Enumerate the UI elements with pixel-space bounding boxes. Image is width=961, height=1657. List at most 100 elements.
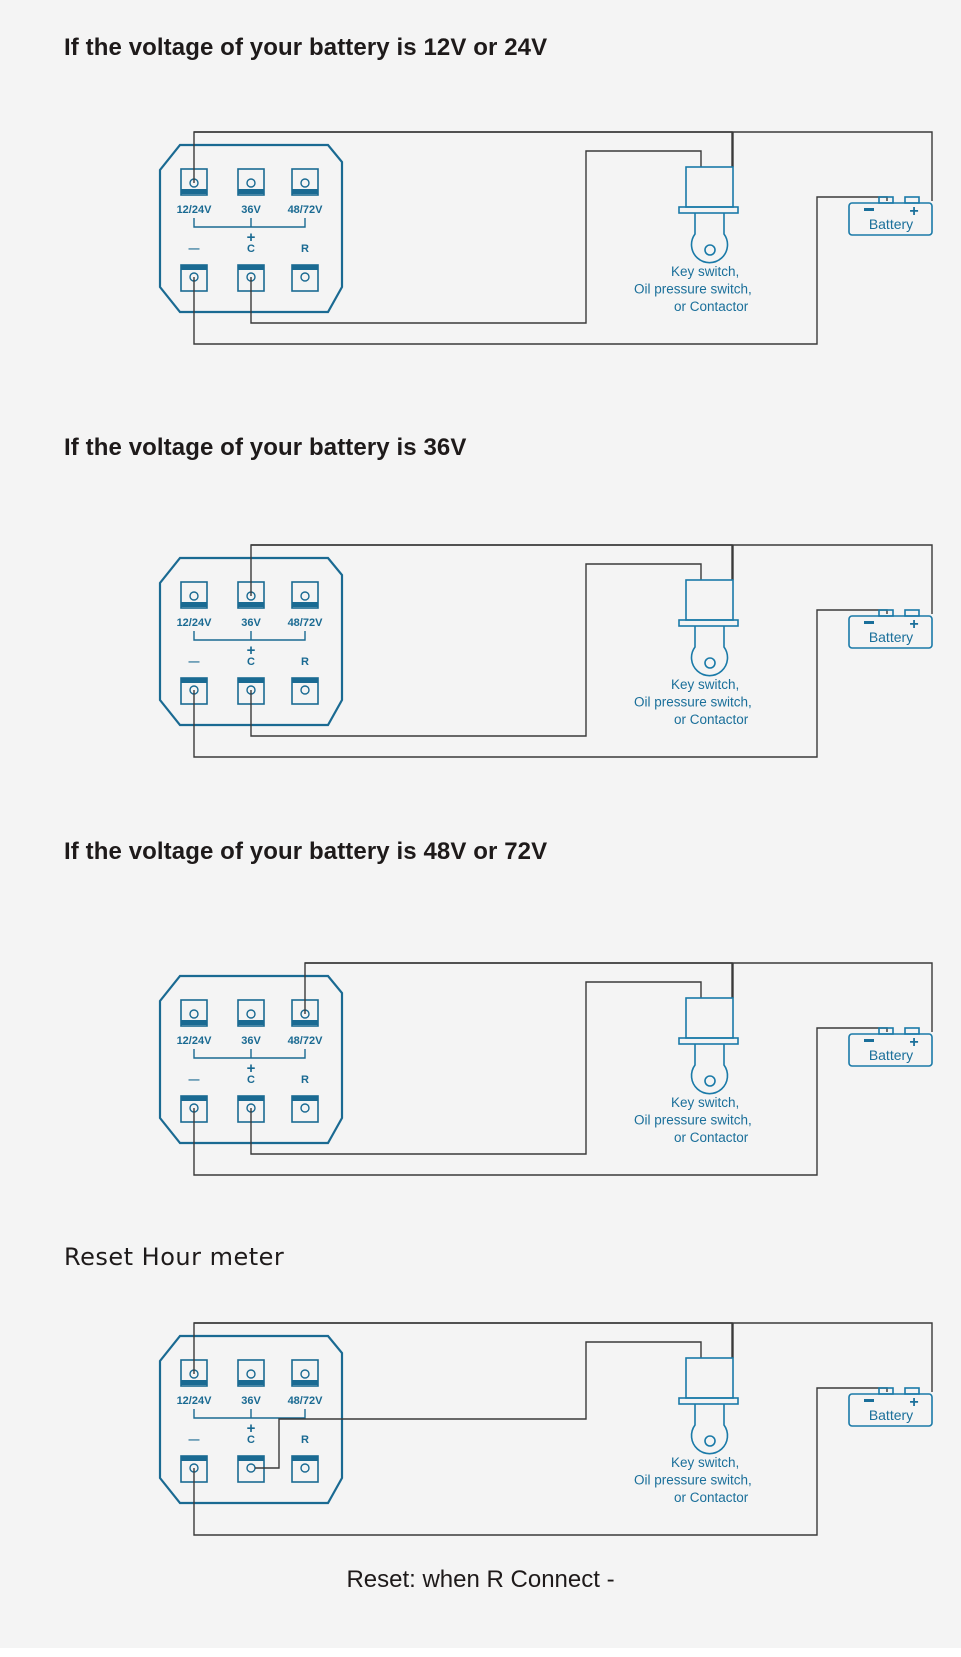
meter-outline: [158, 556, 344, 727]
terminal-label: —: [189, 243, 200, 255]
switch-body: [685, 997, 734, 1039]
terminal-bar: [238, 1096, 264, 1101]
terminal-hole: [300, 591, 310, 601]
plus-label: +: [247, 642, 256, 659]
wire-positive-to-battery: [733, 1322, 933, 1392]
terminal-label: 36V: [241, 1395, 261, 1407]
switch-label-line: Key switch,: [671, 677, 739, 692]
terminal-label: R: [301, 1074, 309, 1086]
battery-minus-sign: [864, 1039, 874, 1042]
switch-key: [690, 1404, 729, 1455]
terminal-bar: [181, 1456, 207, 1461]
terminal-label: —: [189, 1434, 200, 1446]
terminal-bar: [181, 1380, 207, 1385]
section-heading-48-72v: If the voltage of your battery is 48V or…: [64, 838, 548, 865]
terminal-label: R: [301, 656, 309, 668]
terminal-bar: [181, 265, 207, 270]
battery-terminal-positive: [904, 1027, 920, 1035]
terminal-bar: [181, 678, 207, 683]
terminal-bar: [292, 189, 318, 194]
switch-flange: [678, 1397, 739, 1405]
switch-key-hole: [704, 244, 716, 256]
switch-label-line: Key switch,: [671, 1455, 739, 1470]
switch-label-line: Oil pressure switch,: [634, 1113, 752, 1128]
terminal-label: R: [301, 1434, 309, 1446]
terminal-hole: [300, 685, 310, 695]
terminal-bar: [238, 1380, 264, 1385]
positive-bracket: [193, 1409, 306, 1419]
wire-positive-to-battery: [733, 544, 933, 614]
terminal-label: —: [189, 656, 200, 668]
terminal-bar: [292, 678, 318, 683]
terminal-hole: [300, 1103, 310, 1113]
terminal-label: R: [301, 243, 309, 255]
wire-positive-to-switch: [304, 962, 733, 1014]
reset-instruction: Reset: when R Connect -: [346, 1566, 615, 1593]
terminal-bar: [238, 602, 264, 607]
battery-terminal-positive: [904, 1387, 920, 1395]
section-heading-reset: Reset Hour meter: [64, 1243, 285, 1271]
terminal-bar: [292, 1380, 318, 1385]
meter-outline: [158, 143, 344, 314]
key-switch-icon: [678, 166, 739, 264]
battery-plus-sign: +: [909, 616, 918, 633]
terminal-hole: [246, 1369, 256, 1379]
wire-c-to-switch: [250, 150, 702, 324]
switch-label-line: Oil pressure switch,: [634, 282, 752, 297]
battery-plus-sign: +: [909, 1034, 918, 1051]
terminal-label: 12/24V: [177, 204, 213, 216]
terminal-label: —: [189, 1074, 200, 1086]
switch-label-line: or Contactor: [674, 712, 749, 727]
plus-label: +: [247, 1060, 256, 1077]
terminal-label: 48/72V: [288, 617, 324, 629]
switch-label-line: or Contactor: [674, 299, 749, 314]
wire-positive-rail: [194, 131, 734, 167]
switch-key-hole: [704, 1075, 716, 1087]
terminal-label: C: [247, 1434, 255, 1446]
terminal-label: 36V: [241, 204, 261, 216]
page-bottom-strip: [0, 1648, 961, 1657]
wire-c-to-switch: [255, 1341, 702, 1469]
terminal-bar: [292, 602, 318, 607]
terminal-hole: [246, 178, 256, 188]
positive-bracket: [193, 631, 306, 641]
switch-label-line: Oil pressure switch,: [634, 695, 752, 710]
battery-icon: +Battery: [848, 1027, 933, 1067]
switch-flange: [678, 1037, 739, 1045]
wire-positive-to-switch: [250, 544, 733, 596]
battery-terminal-negative: [878, 609, 894, 617]
switch-key-hole: [704, 657, 716, 669]
terminal-bar: [238, 189, 264, 194]
wire-positive-to-switch: [193, 131, 733, 183]
positive-bracket: [193, 218, 306, 228]
terminal-label: 12/24V: [177, 617, 213, 629]
terminal-bar: [181, 1020, 207, 1025]
switch-flange: [678, 619, 739, 627]
switch-key: [690, 213, 729, 264]
battery-label: Battery: [869, 1047, 913, 1063]
terminal-label: 12/24V: [177, 1035, 213, 1047]
switch-key-hole: [704, 1435, 716, 1447]
switch-flange: [678, 206, 739, 214]
battery-minus-sign: [864, 208, 874, 211]
terminal-bar: [181, 189, 207, 194]
meter-outline: [158, 1334, 344, 1505]
battery-minus-sign: [864, 621, 874, 624]
battery-icon: +Battery: [848, 196, 933, 236]
terminal-hole: [189, 1009, 199, 1019]
terminal-bar: [292, 1456, 318, 1461]
positive-bracket: [193, 1049, 306, 1059]
terminal-bar: [181, 602, 207, 607]
wire-positive-rail: [251, 544, 734, 580]
battery-label: Battery: [869, 629, 913, 645]
terminal-hole: [189, 591, 199, 601]
section-heading-36v: If the voltage of your battery is 36V: [64, 434, 467, 461]
terminal-bar: [292, 1020, 318, 1025]
key-switch-icon: [678, 1357, 739, 1455]
